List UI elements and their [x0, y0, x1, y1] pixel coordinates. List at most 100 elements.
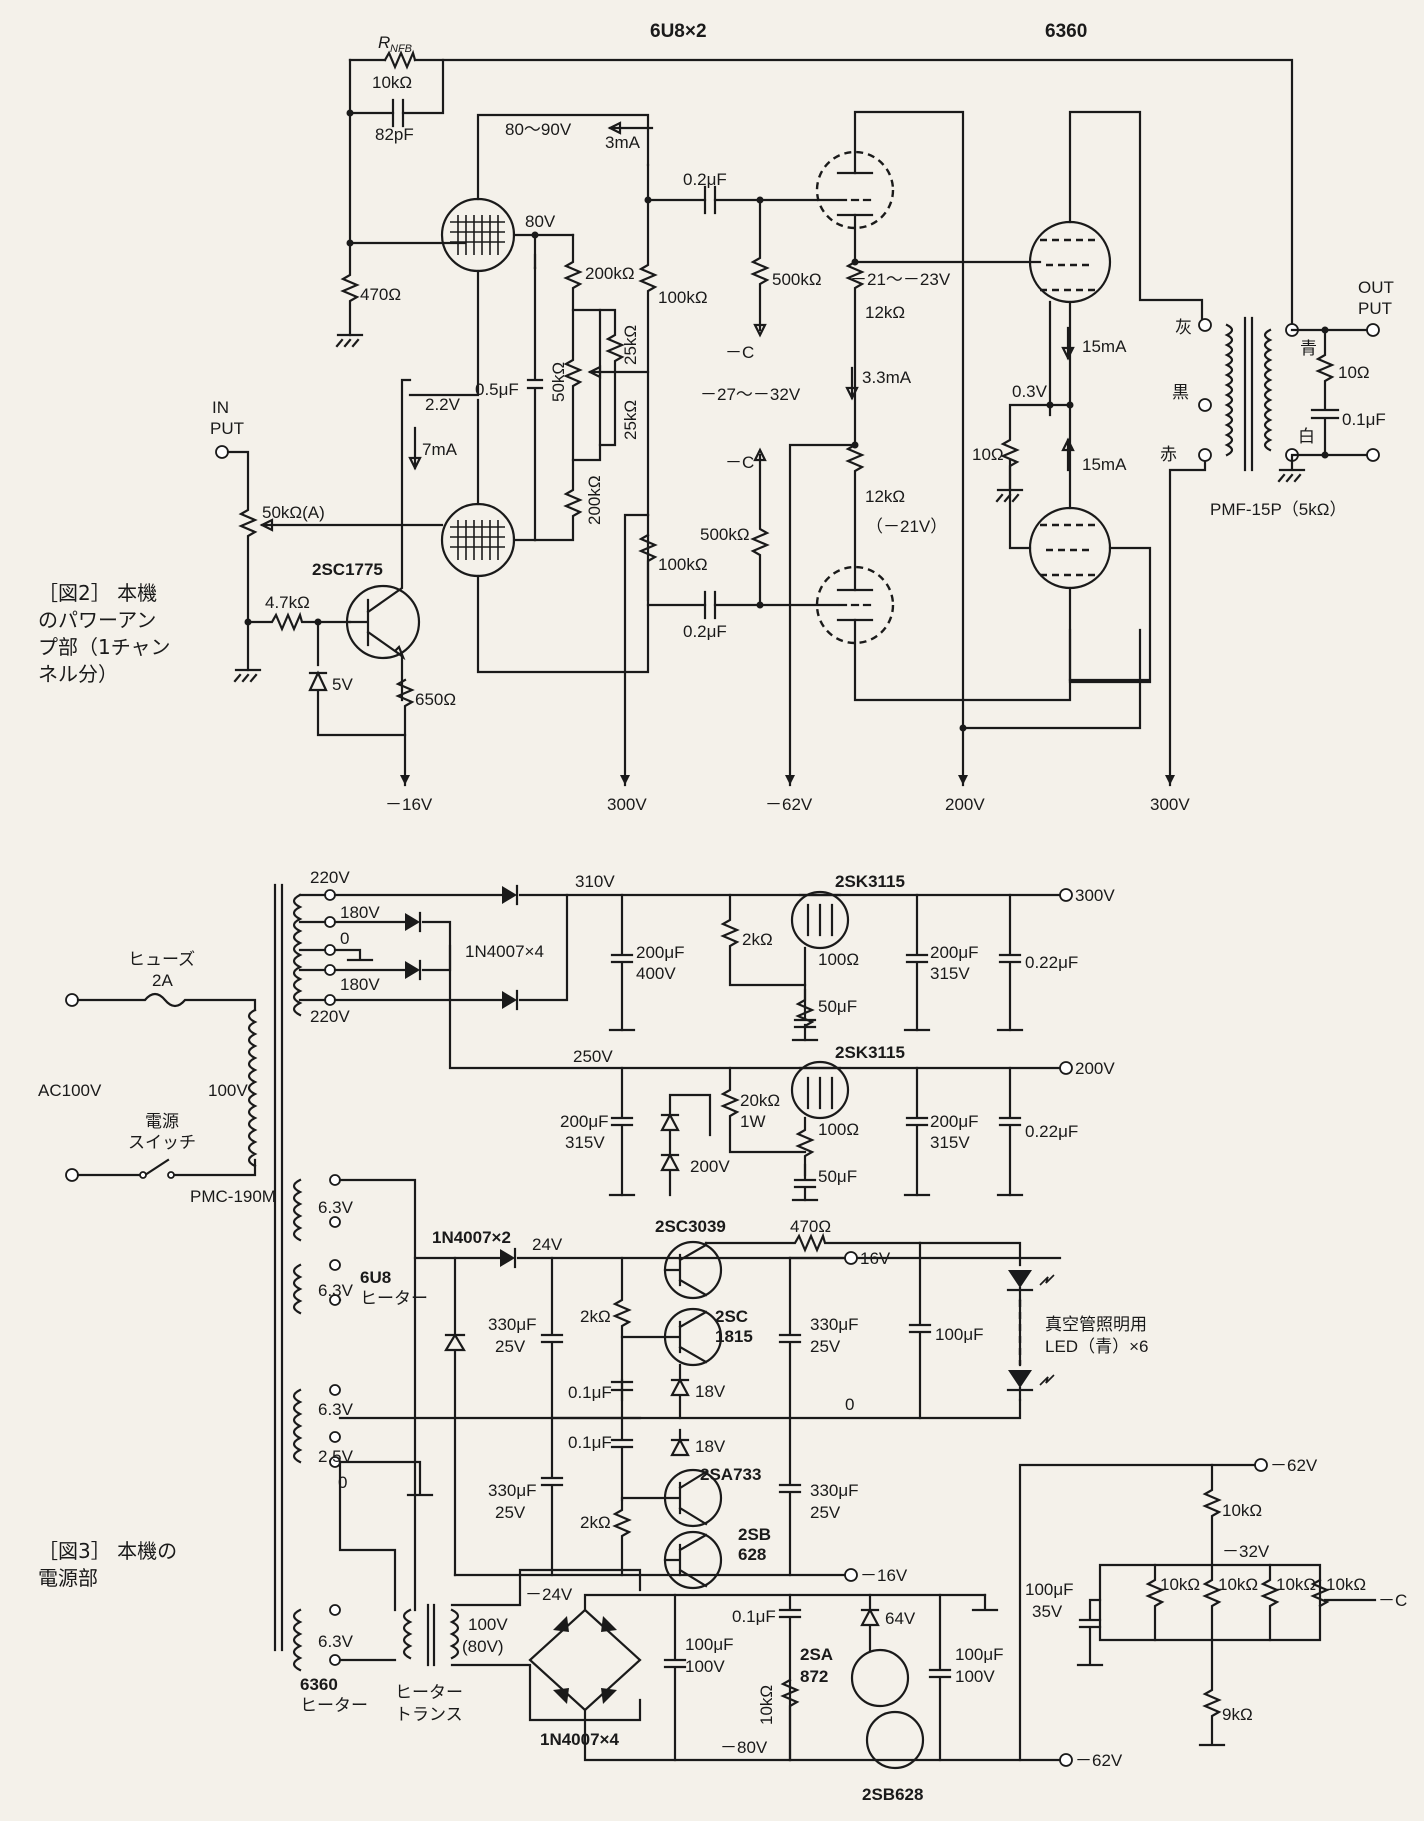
bias-pot-4: 10kΩ: [1326, 1575, 1366, 1594]
i33ma-label: 3.3mA: [862, 368, 912, 387]
fig3-caption-2: 電源部: [38, 1566, 98, 1590]
ot-name-label: PMF-15P（5kΩ）: [1210, 500, 1346, 519]
transistor-2sa872: [850, 1648, 910, 1708]
out200-label: 200V: [1075, 1059, 1115, 1078]
v24-label: 24V: [532, 1235, 563, 1254]
vol-label: 50kΩ(A): [262, 503, 325, 522]
r2k-a-label: 2kΩ: [580, 1307, 611, 1326]
c01b-label: 0.1μF: [568, 1433, 612, 1452]
switch-label-1: 電源: [145, 1112, 179, 1131]
fig2-caption-1: ［図2］ 本機: [38, 581, 157, 605]
fig3-power-supply: ヒューズ 2A 電源 スイッチ AC100V 100V PMC-190M 220…: [38, 868, 1407, 1804]
v310-label: 310V: [575, 872, 615, 891]
tap-220b-label: 220V: [310, 1007, 350, 1026]
c330a-label-2: 25V: [495, 1337, 526, 1356]
tube-6360-label: 6360: [1045, 21, 1087, 42]
r12k-bot-label: 12kΩ: [865, 487, 905, 506]
rnfb-label: R: [378, 33, 390, 52]
in-put-label-1: IN: [212, 398, 229, 417]
tube-6u8-label: 6U8×2: [650, 21, 707, 42]
h6u8-label-1: 6U8: [360, 1268, 391, 1287]
outm62-label: －62V: [1075, 1751, 1123, 1770]
fet-a-label: 2SK3115: [835, 872, 905, 891]
c100-100b-label-1: 100μF: [955, 1645, 1004, 1664]
c100-100b-label-2: 100V: [955, 1667, 995, 1686]
vm24-label: －24V: [525, 1585, 573, 1604]
rail-m16-label: －16V: [385, 795, 433, 814]
tap-180b-label: 180V: [340, 975, 380, 994]
rail-200-label: 200V: [945, 795, 985, 814]
h6360-label-2: ヒーター: [300, 1696, 368, 1715]
q2sa733-label: 2SA733: [700, 1465, 761, 1484]
c100-100a-label-1: 100μF: [685, 1635, 734, 1654]
c022b-label: 0.22μF: [1025, 1122, 1078, 1141]
c022a-label: 0.22μF: [1025, 953, 1078, 972]
h0-label: 0: [338, 1473, 347, 1492]
c330a-label-1: 330μF: [488, 1315, 537, 1334]
z64-label: 64V: [885, 1609, 916, 1628]
tap-180a-label: 180V: [340, 903, 380, 922]
in-put-label-2: PUT: [210, 419, 244, 438]
r100a-label: 100Ω: [818, 950, 859, 969]
r47k-label: 4.7kΩ: [265, 593, 310, 612]
c330d-label-2: 25V: [810, 1503, 841, 1522]
transistor-2sb628-b: [865, 1710, 925, 1770]
switch-label-2: スイッチ: [128, 1133, 196, 1152]
transistor-2sc1775: [345, 584, 421, 660]
v80-90-label: 80～90V: [505, 120, 572, 139]
c01a-label: 0.1μF: [568, 1383, 612, 1402]
c01-out-label: 0.1μF: [1342, 410, 1386, 429]
fet-b-label: 2SK3115: [835, 1043, 905, 1062]
i7ma-label: 7mA: [422, 440, 458, 459]
tube-6u8-pentode-upper: [440, 197, 516, 273]
q2sc1815-label-1: 2SC: [715, 1307, 748, 1326]
r500k-top-label: 500kΩ: [772, 270, 822, 289]
r200k-bot-label: 200kΩ: [585, 475, 604, 525]
q2sb628-label-1: 2SB: [738, 1525, 771, 1544]
c02-bot-label: 0.2μF: [683, 622, 727, 641]
bias-pot-1: 10kΩ: [1160, 1575, 1200, 1594]
rail-300b-label: 300V: [1150, 795, 1190, 814]
r20k-label-2: 1W: [740, 1112, 766, 1131]
q2sc1815-label-2: 1815: [715, 1327, 753, 1346]
bias-r10k-label: 10kΩ: [1222, 1501, 1262, 1520]
ac-label: AC100V: [38, 1081, 102, 1100]
bridge-rectifier: [528, 1608, 642, 1712]
fuse-value: 2A: [152, 971, 173, 990]
v100-label: 100V: [208, 1081, 248, 1100]
fig2-caption-3: プ部（1チャン: [38, 635, 171, 659]
c330d-label-1: 330μF: [810, 1481, 859, 1500]
pot50k-label: 50kΩ: [549, 362, 568, 402]
bias-cap-label-2: 35V: [1032, 1602, 1063, 1621]
c330b-label-1: 330μF: [810, 1315, 859, 1334]
q-2sc1775-label: 2SC1775: [312, 560, 383, 579]
ht-label-2: トランス: [395, 1705, 463, 1724]
c50a-label: 50μF: [818, 997, 857, 1016]
r100k-bot-label: 100kΩ: [658, 555, 708, 574]
r500k-bot-label: 500kΩ: [700, 525, 750, 544]
i15ma-bot-label: 15mA: [1082, 455, 1127, 474]
bias-pot-2: 10kΩ: [1218, 1575, 1258, 1594]
c200-315a-label-1: 200μF: [930, 943, 979, 962]
ht-v-label-1: 100V: [468, 1615, 508, 1634]
r10-cath-label: 10Ω: [972, 445, 1004, 464]
z5v-label: 5V: [332, 675, 353, 694]
fet-2sk3115-b: [790, 1060, 850, 1120]
neg-c-top-label: －C: [725, 343, 754, 362]
r650-label: 650Ω: [415, 690, 456, 709]
q2sa872-label-1: 2SA: [800, 1645, 833, 1664]
bias-pot-3: 10kΩ: [1276, 1575, 1316, 1594]
fig2-caption-2: のパワーアン: [38, 608, 156, 632]
c330b-label-2: 25V: [810, 1337, 841, 1356]
c200-315b-label-2: 315V: [930, 1133, 970, 1152]
bias-r9k-label: 9kΩ: [1222, 1705, 1253, 1724]
h6u8-label-2: ヒーター: [360, 1289, 428, 1308]
r10-out-label: 10Ω: [1338, 363, 1370, 382]
v80-label: 80V: [525, 212, 556, 231]
r25k-bot-label: 25kΩ: [621, 400, 640, 440]
c01c-label: 0.1μF: [732, 1607, 776, 1626]
fig2-caption-4: ネル分）: [38, 662, 118, 686]
c200-315c-label-1: 200μF: [560, 1112, 609, 1131]
r20k-label-1: 20kΩ: [740, 1091, 780, 1110]
